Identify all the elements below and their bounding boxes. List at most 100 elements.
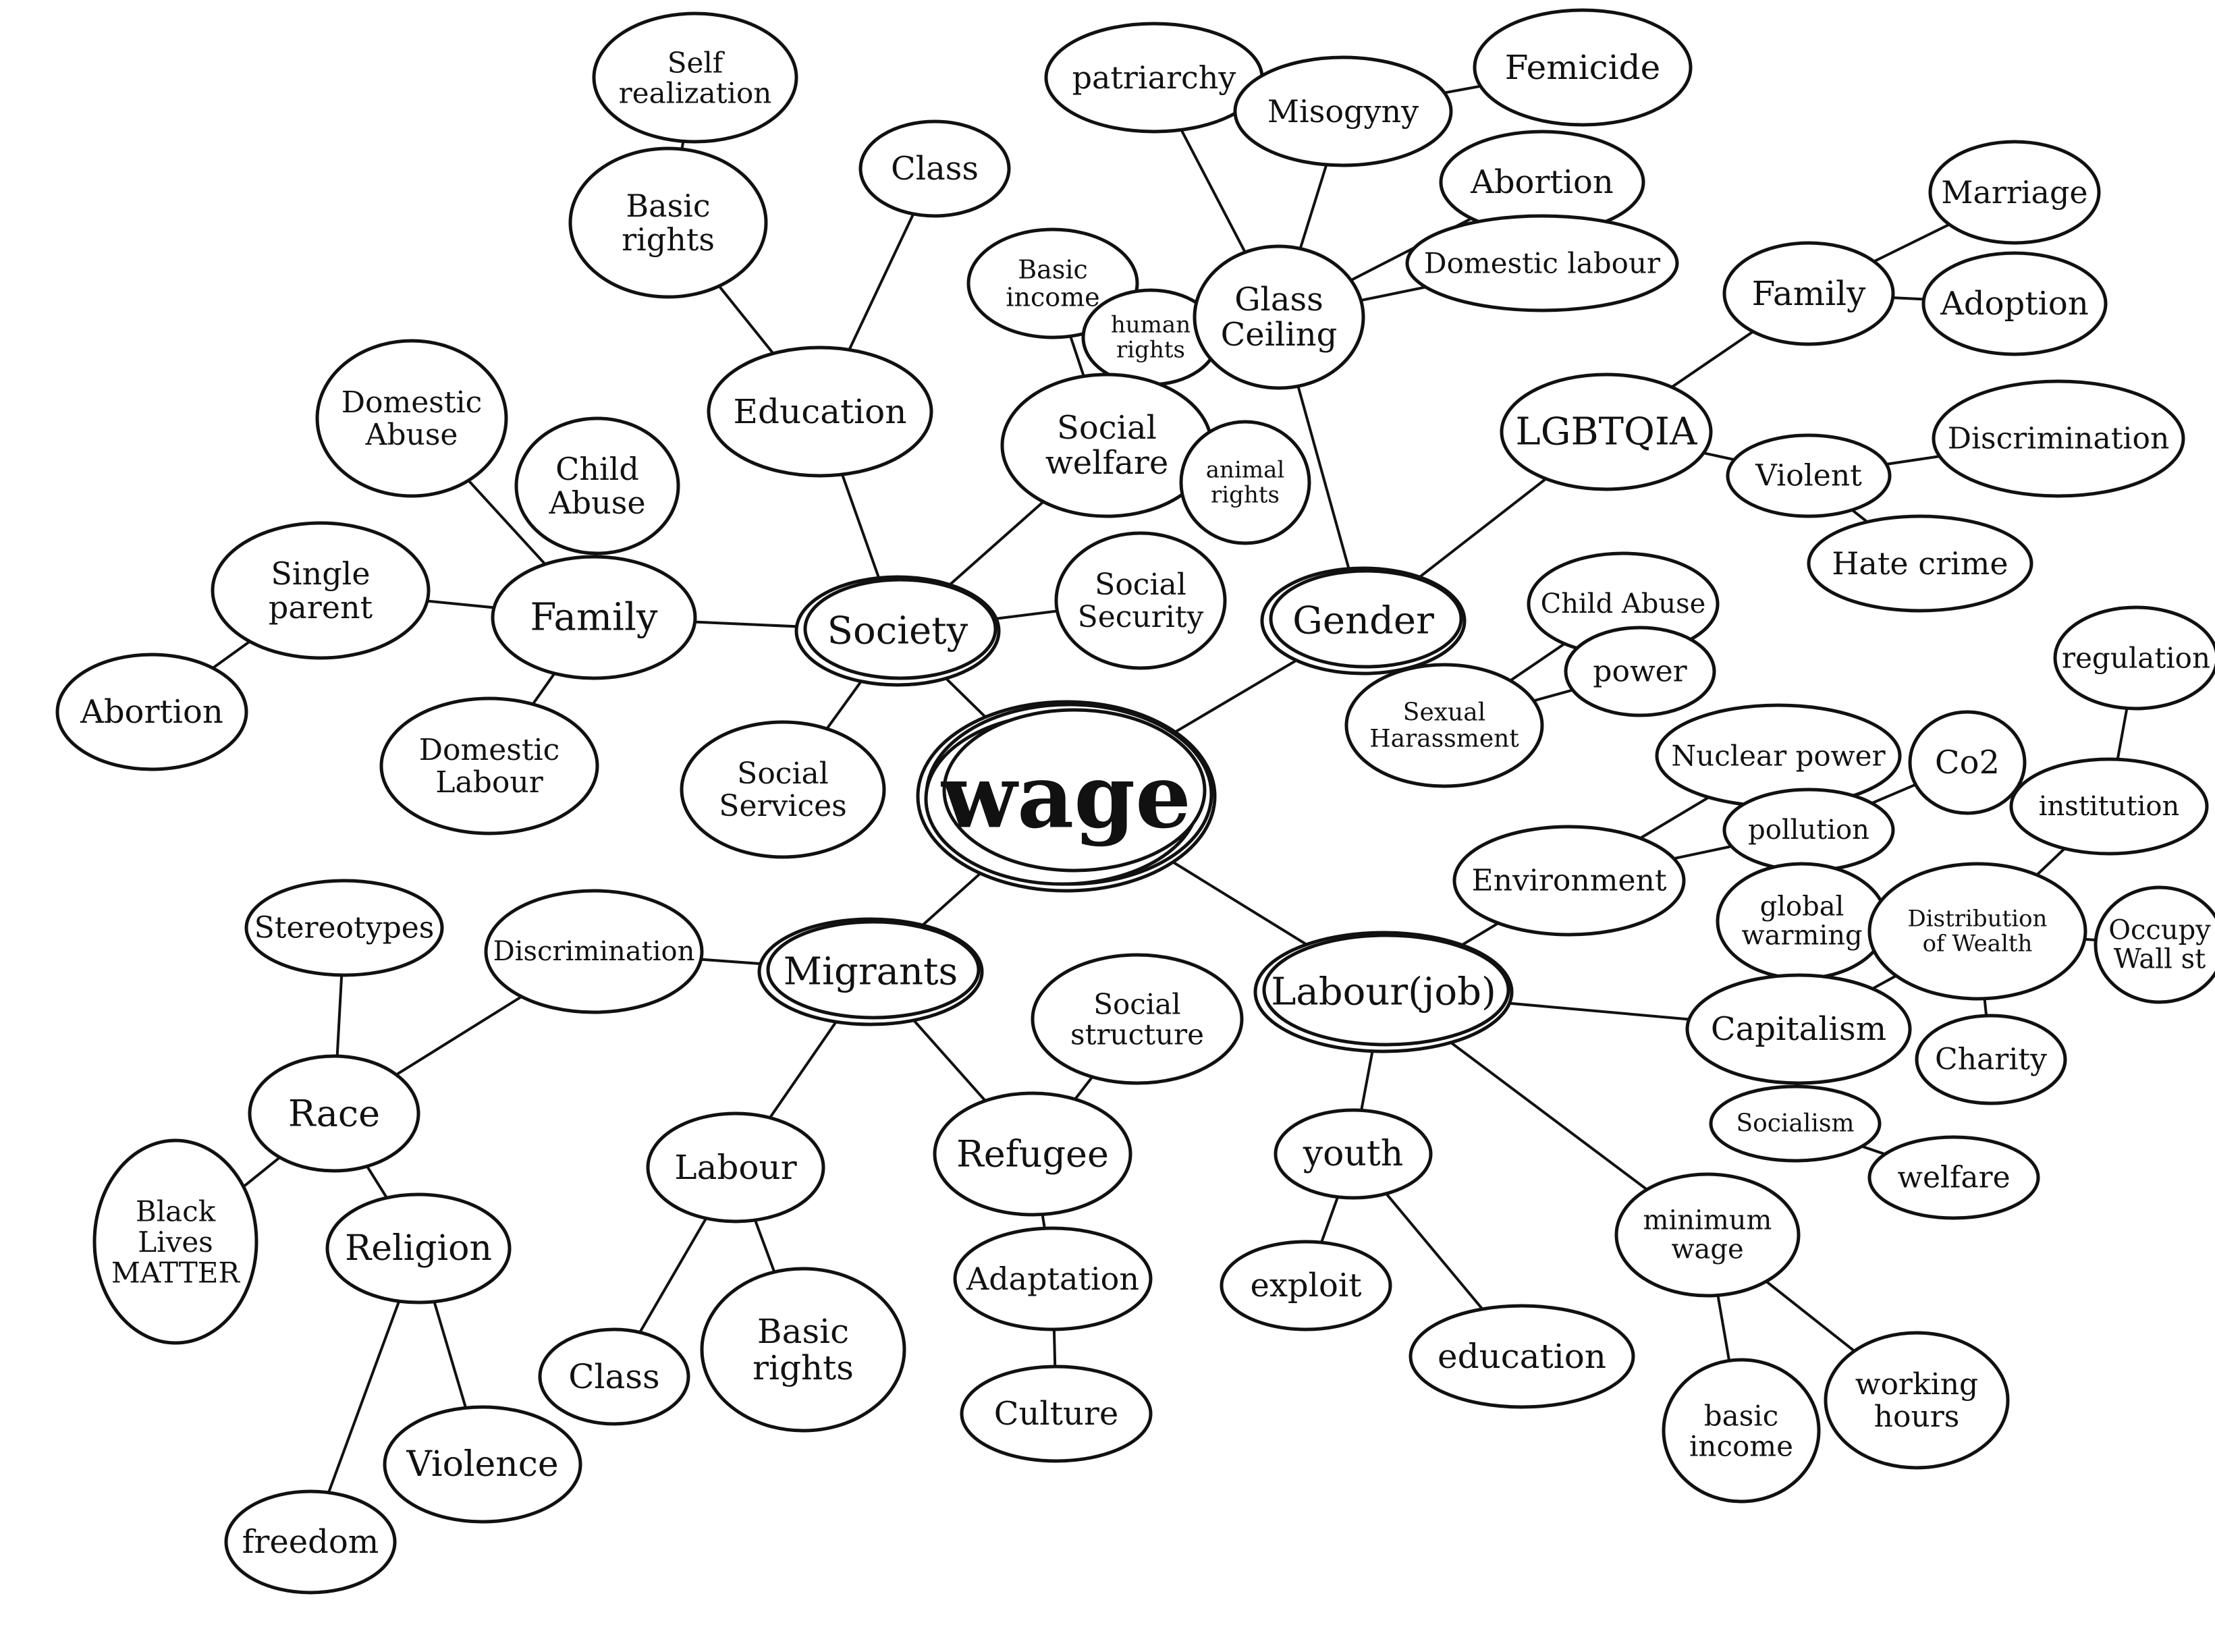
node-label: Adoption bbox=[1940, 285, 2088, 323]
node-label: institution bbox=[2039, 791, 2180, 822]
node-environment: Environment bbox=[1452, 825, 1686, 937]
node-pollution: pollution bbox=[1722, 788, 1895, 873]
node-outline bbox=[1928, 140, 2101, 245]
node-outline bbox=[1031, 953, 1244, 1085]
node-outline bbox=[211, 521, 431, 660]
node-label: Domestic labour bbox=[1424, 247, 1661, 280]
node-outline bbox=[592, 11, 798, 144]
node-outline bbox=[953, 1226, 1153, 1331]
node-charity: Charity bbox=[1915, 1014, 2067, 1105]
node-label: Violent bbox=[1755, 459, 1862, 493]
node-label: Class bbox=[568, 1357, 659, 1396]
node-outline bbox=[1564, 626, 1716, 717]
node-lgbtqia: LGBTQIA bbox=[1500, 373, 1713, 491]
node-outline bbox=[1274, 1108, 1433, 1200]
node-label: Violence bbox=[406, 1444, 558, 1485]
node-label: Abortion bbox=[80, 693, 223, 731]
node-outline bbox=[92, 1138, 258, 1345]
node-misogyny: Misogyny bbox=[1233, 55, 1453, 167]
node-adaptation: Adaptation bbox=[953, 1226, 1153, 1331]
node-outline bbox=[244, 879, 444, 977]
node-outline bbox=[1405, 214, 1679, 312]
node-patriarchy: patriarchy bbox=[1044, 22, 1264, 134]
node-outline bbox=[514, 416, 680, 555]
node-label: Family bbox=[530, 596, 658, 640]
node-outline bbox=[1233, 55, 1453, 167]
node-stereotypes: Stereotypes bbox=[244, 879, 444, 977]
node-outline bbox=[1921, 251, 2108, 356]
node-label: Co2 bbox=[1935, 744, 2000, 781]
node-label: Discrimination bbox=[493, 936, 695, 967]
node-society: Society bbox=[794, 575, 1001, 687]
node-outline bbox=[325, 1192, 512, 1304]
node-outline bbox=[1409, 1304, 1635, 1409]
node-hate-crime: Hate crime bbox=[1807, 514, 2033, 613]
node-label: youth bbox=[1303, 1134, 1404, 1174]
node-label: pollution bbox=[1748, 815, 1869, 846]
node-outline bbox=[700, 1267, 906, 1433]
node-label: Femicide bbox=[1505, 48, 1661, 87]
node-discrimination-right: Discrimination bbox=[1932, 379, 2185, 498]
node-outline bbox=[933, 1091, 1132, 1217]
node-co2: Co2 bbox=[1908, 710, 2027, 815]
node-outline bbox=[1344, 663, 1544, 788]
node-refugee: Refugee bbox=[933, 1091, 1132, 1217]
node-label: LGBTQIA bbox=[1516, 410, 1697, 454]
node-outline bbox=[1614, 1172, 1801, 1298]
node-label: Labour bbox=[674, 1148, 796, 1187]
node-outline bbox=[1807, 514, 2033, 613]
node-label: Misogyny bbox=[1267, 93, 1419, 130]
node-outline bbox=[960, 1365, 1153, 1463]
node-violent: Violent bbox=[1726, 433, 1892, 518]
node-label: Labour(job) bbox=[1271, 970, 1496, 1014]
node-outline bbox=[646, 1111, 825, 1223]
node-label: Capitalism bbox=[1711, 1010, 1886, 1048]
node-outline bbox=[1452, 825, 1686, 937]
node-label: Abortion bbox=[1470, 163, 1614, 201]
node-labour-mig: Labour bbox=[646, 1111, 825, 1223]
node-label: Education bbox=[734, 392, 907, 431]
node-education-top: Education bbox=[707, 346, 933, 478]
node-outline bbox=[1824, 1331, 2010, 1470]
node-outline bbox=[315, 339, 508, 498]
node-outline bbox=[568, 146, 768, 299]
node-label: Refugee bbox=[956, 1133, 1109, 1176]
node-class-bottom: Class bbox=[538, 1327, 690, 1426]
node-outline bbox=[766, 920, 981, 1020]
node-outline bbox=[1915, 1014, 2067, 1105]
node-outline bbox=[2053, 605, 2215, 711]
node-religion: Religion bbox=[325, 1192, 512, 1304]
node-center: wage bbox=[916, 700, 1217, 893]
node-label: Child Abuse bbox=[1541, 588, 1706, 620]
node-outline bbox=[1685, 973, 1912, 1085]
node-race: Race bbox=[248, 1054, 420, 1173]
node-institution: institution bbox=[2009, 757, 2209, 856]
node-outline bbox=[538, 1327, 690, 1426]
node-label: education bbox=[1438, 1337, 1606, 1376]
node-outline bbox=[1179, 420, 1311, 545]
node-outline bbox=[2009, 757, 2209, 856]
node-exploit: exploit bbox=[1220, 1240, 1392, 1331]
node-outline bbox=[1709, 1084, 1882, 1163]
node-migrants: Migrants bbox=[757, 917, 984, 1026]
node-outline bbox=[491, 555, 697, 680]
node-outline bbox=[383, 1405, 582, 1524]
